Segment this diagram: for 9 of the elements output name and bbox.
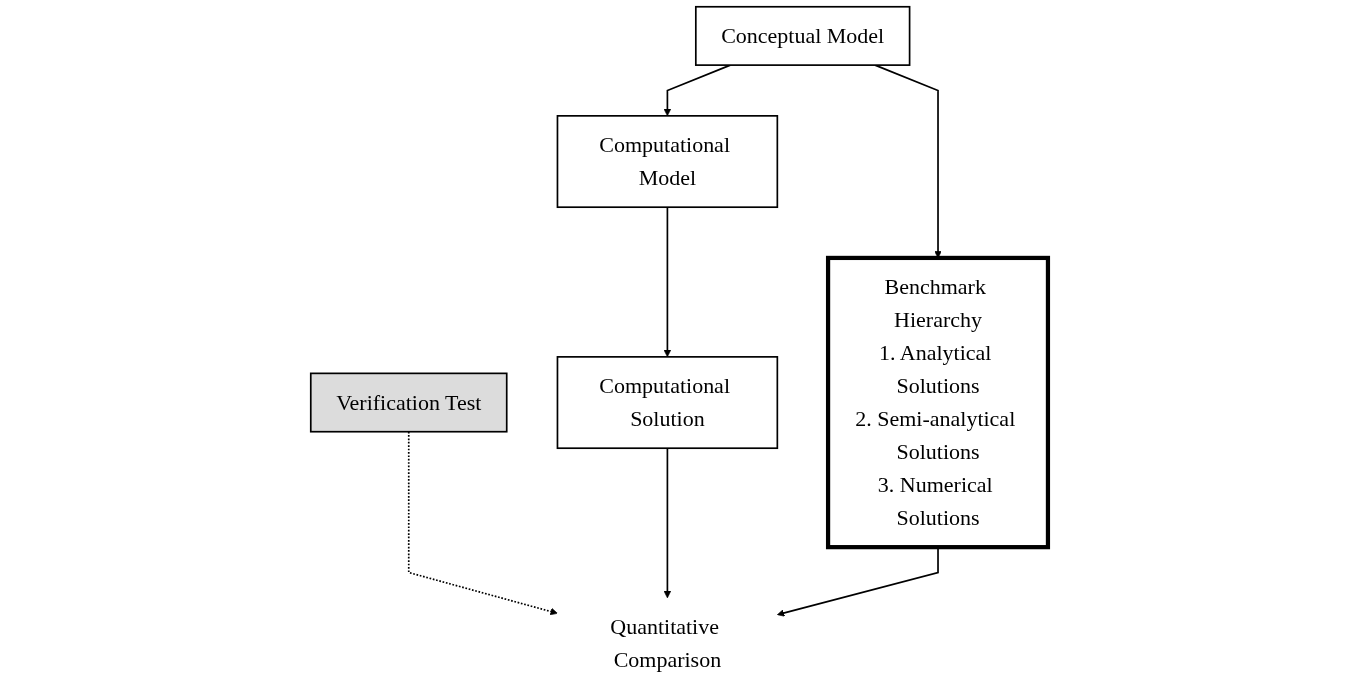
- node-box: Computational Model: [556, 115, 778, 209]
- arrow: [663, 206, 671, 358]
- arrow: [663, 64, 731, 117]
- arrow: [663, 447, 671, 599]
- node-box: Benchmark Hierarchy 1. Analytical Solutions 2. Semi-analytical Solutions 3. Numerical Solutions: [825, 255, 1050, 550]
- node-box: Computational Solution: [556, 356, 778, 450]
- node-box: Conceptual Model: [694, 5, 911, 66]
- node-text: Quantitative Comparison: [609, 614, 721, 673]
- node-box: Verification Test: [309, 372, 508, 433]
